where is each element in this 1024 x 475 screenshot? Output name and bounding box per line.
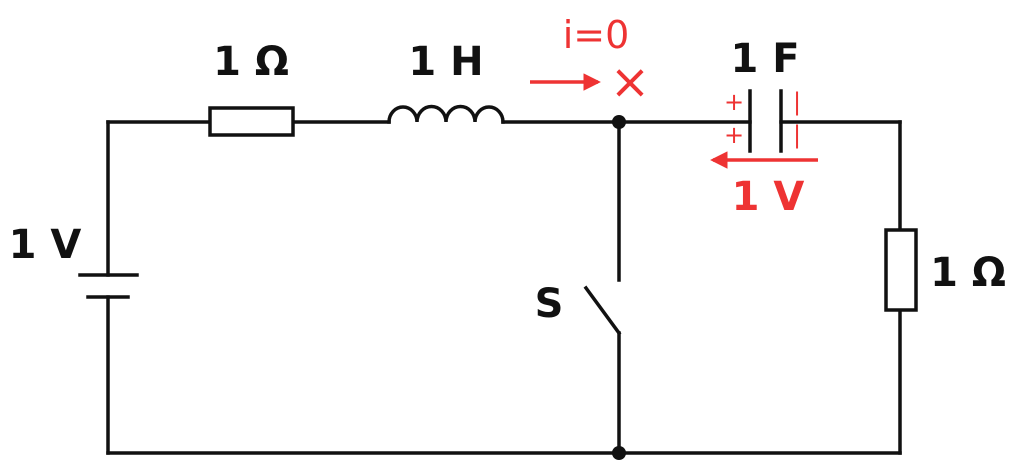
switch-blade <box>583 285 622 336</box>
cross-icon: × <box>610 54 650 110</box>
junction-top <box>612 115 626 129</box>
wires <box>106 120 902 455</box>
inductor <box>387 104 505 124</box>
junction-bottom <box>612 446 626 460</box>
resistor-top-label: 1 Ω <box>213 39 289 85</box>
capacitor-label: 1 F <box>730 36 799 82</box>
capacitor-minus-bottom: | <box>793 121 801 149</box>
resistor-right-label: 1 Ω <box>930 250 1006 296</box>
resistor-right <box>884 228 918 312</box>
current-label: i=0 <box>563 13 630 57</box>
capacitor-plus-bottom: + <box>724 121 744 149</box>
switch-label: S <box>535 281 564 327</box>
battery-label: 1 V <box>9 222 82 268</box>
capacitor-minus-top: | <box>793 88 801 116</box>
capacitor-plus-top: + <box>724 88 744 116</box>
inductor-label: 1 H <box>408 39 483 85</box>
resistor-top <box>208 106 295 137</box>
capacitor-voltage-label: 1 V <box>732 174 805 220</box>
